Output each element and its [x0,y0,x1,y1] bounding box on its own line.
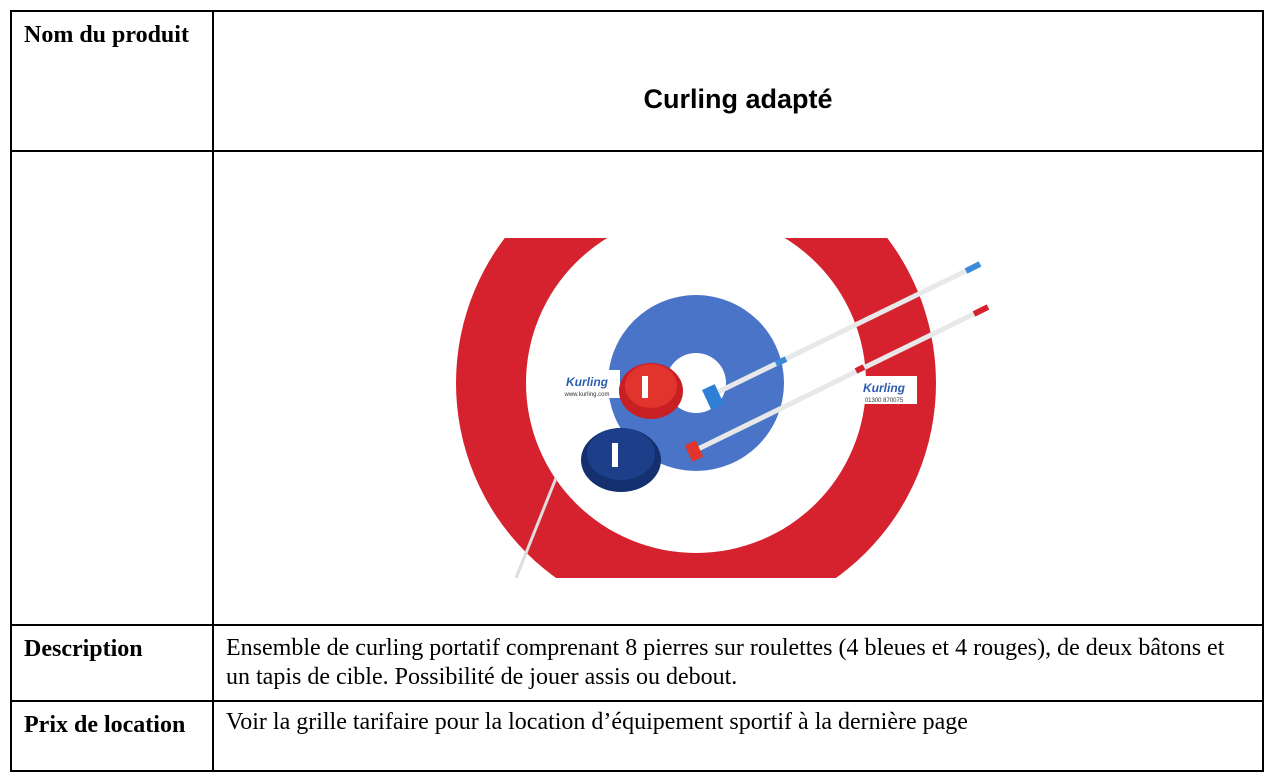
description-text: Ensemble de curling portatif comprenant … [226,635,1225,690]
label-cell: Nom du produit [10,10,214,152]
row-product-image: Kurling www.kurling.com Kurling 01300 87… [10,150,1264,626]
row-rental-price: Prix de location Voir la grille tarifair… [10,700,1264,772]
stick-head-blue [702,384,724,410]
row-product-name: Nom du produit Curling adapté [10,10,1264,152]
rental-price-label: Prix de location [24,712,186,738]
curling-stone-red [619,363,683,419]
product-spec-table: Nom du produit Curling adapté [10,10,1264,772]
rental-price-text: Voir la grille tarifaire pour la locatio… [226,709,968,735]
kurling-logo-left: Kurling www.kurling.com [554,370,620,398]
spare-stick [514,477,558,578]
image-cell: Kurling www.kurling.com Kurling 01300 87… [212,150,1264,626]
label-cell: Description [10,624,214,702]
value-cell: Curling adapté [212,10,1264,152]
empty-label-cell [10,150,214,626]
kurling-logo-right: Kurling 01300 870075 [851,376,917,404]
product-sheet: Nom du produit Curling adapté [10,10,1264,780]
svg-text:Kurling: Kurling [566,375,609,389]
svg-text:01300 870075: 01300 870075 [865,398,904,404]
svg-text:Kurling: Kurling [863,381,906,395]
value-cell: Voir la grille tarifaire pour la locatio… [212,700,1264,772]
stick-head-red [684,440,704,462]
description-label: Description [24,636,143,662]
curling-set-photo: Kurling www.kurling.com Kurling 01300 87… [446,238,1046,578]
delivery-stick-blue [714,261,982,396]
delivery-stick-red [694,304,990,453]
product-name-label: Nom du produit [24,22,189,48]
row-description: Description Ensemble de curling portatif… [10,624,1264,702]
value-cell: Ensemble de curling portatif comprenant … [212,624,1264,702]
curling-stone-blue [581,428,661,492]
product-title: Curling adapté [643,84,833,114]
label-cell: Prix de location [10,700,214,772]
svg-text:www.kurling.com: www.kurling.com [563,392,609,398]
